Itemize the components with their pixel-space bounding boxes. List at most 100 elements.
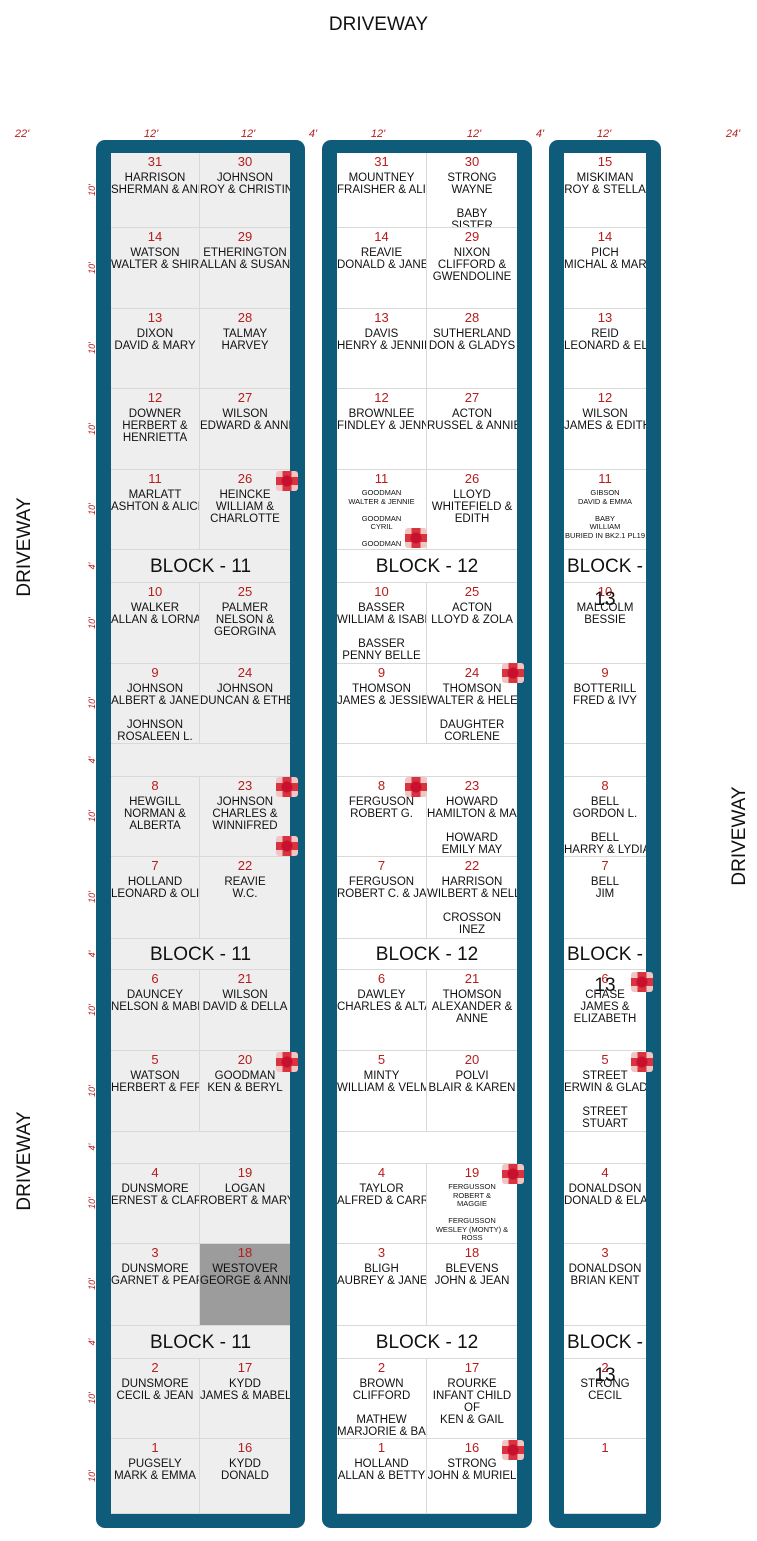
lot-number: 21 [464,971,480,986]
path-row [337,744,517,777]
name-line: WALTER & HELEN [427,695,517,707]
lot-number: 8 [601,778,609,793]
column-dimension: 22' [14,128,30,140]
name-line: WALTER & JENNIE [348,496,415,506]
name-line: JOHN & JEAN [434,1275,510,1287]
name-line: STRONG [580,1378,630,1390]
name-line: W.C. [232,888,258,900]
lot-number: 10 [147,584,163,599]
name-line: HEWGILL [129,796,181,808]
name-line: TALMAY [222,328,268,340]
name-line: ELIZABETH [573,1013,637,1025]
name-line: FRED & IVY [573,695,637,707]
name-line: REID [591,328,619,340]
lot-number: 8 [151,778,159,793]
lot-number: 8 [377,778,386,793]
block-label: BLOCK - 13 [564,1326,646,1386]
lot-number: 15 [597,154,613,169]
name-line: SISTER [451,220,493,228]
name-line: CHASE [585,989,625,1001]
name-line: MATHEW [356,1414,407,1426]
name-line: BRIAN KENT [570,1275,640,1287]
name-line: ANNE [456,1013,488,1025]
lot-number: 18 [464,1245,480,1260]
memorial-marker-icon [276,471,298,491]
name-line: SHERMAN & ANNIE [111,184,199,196]
name-line: MICHAL & MARY [564,259,646,271]
name-line: GORDON L. [572,808,638,820]
name-line: ROURKE [447,1378,497,1390]
memorial-marker-icon [276,836,298,856]
name-line: STUART [582,1118,628,1130]
lot-number: 2 [601,1360,609,1375]
name-line: ACTON [451,408,493,420]
lot-number: 6 [151,971,159,986]
name-line: GEORGE & ANNIE [200,1275,290,1287]
name-line: DUNSMORE [121,1378,189,1390]
name-line: ROBERT C. & JANE [337,888,427,900]
name-line: RUSSEL & ANNIE [427,420,517,432]
name-line: LOGAN [224,1183,266,1195]
name-line: KEN & BERYL [207,1082,283,1094]
name-line [111,707,199,719]
name-line: JOHNSON [216,172,274,184]
block-label: BLOCK - 13 [564,939,646,996]
name-line: WILBERT & NELLIE [427,888,517,900]
lot-number: 22 [464,858,480,873]
name-line: LEONARD & OLIVE [111,888,200,900]
block-label: BLOCK - 12 [337,939,517,970]
name-line: GWENDOLINE [432,271,512,283]
name-line: CYRIL [370,522,393,531]
name-line: HARVEY [221,340,269,352]
lot-number: 12 [374,390,389,405]
lot-number: 2 [377,1360,386,1375]
lot-number: 19 [464,1165,480,1180]
name-line: DONALD [221,1470,269,1482]
name-line: ROSALEEN L. [117,731,193,743]
name-line: MOUNTNEY [348,172,415,184]
name-line [427,820,517,832]
name-line: ALLAN & LORNA [111,614,200,626]
memorial-marker-icon [631,972,653,992]
lot-number: 30 [237,154,253,169]
name-line: NELSON & MABEL [111,1001,199,1013]
driveway-left-lower-label: DRIVEWAY [14,1111,35,1211]
name-line: PICH [591,247,619,259]
lot-number: 1 [151,1440,159,1455]
name-line: OF [464,1402,480,1414]
